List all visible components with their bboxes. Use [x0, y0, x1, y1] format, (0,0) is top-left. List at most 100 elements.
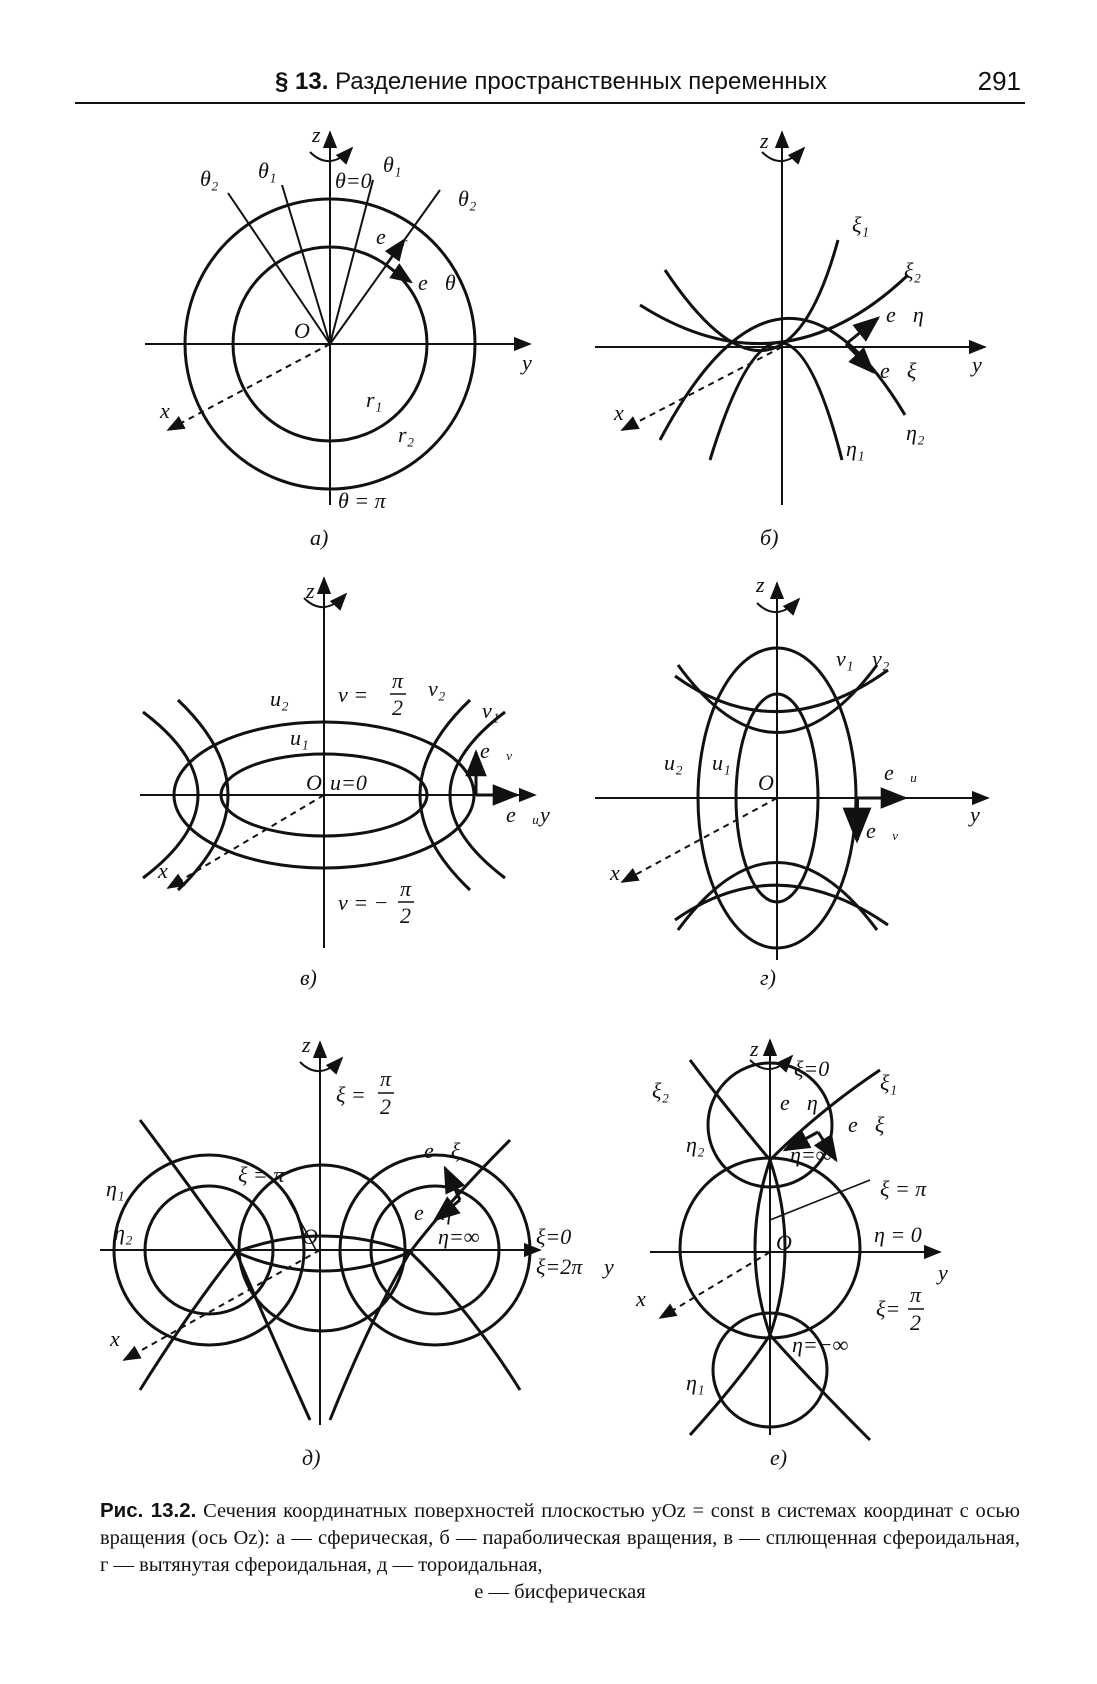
- figure-g-prolate: [595, 581, 990, 960]
- section-mark: § 13.: [275, 68, 329, 95]
- v-two-bottom: 2: [400, 903, 411, 928]
- d-arc-xi-outer-left2: [138, 1251, 238, 1391]
- g-v2-label: v₂: [872, 646, 890, 671]
- a-rotation-arrow: [309, 146, 354, 165]
- e-y-label: y: [936, 1260, 948, 1285]
- e-xi2-label: ξ₂: [652, 1078, 669, 1103]
- e-leader-xi-pi: [769, 1179, 871, 1221]
- e-e-eta-vector: [782, 1128, 819, 1152]
- figure-a-spherical: [145, 130, 532, 505]
- a-figure-label: а): [310, 525, 328, 550]
- v-pi-top: π: [392, 668, 404, 693]
- caption-last-line: е — бисферическая: [474, 1581, 646, 1603]
- g-hyperbola-v1-bottom: [676, 861, 879, 931]
- g-origin-label: O: [758, 770, 774, 795]
- d-e-eta-vector: [432, 1196, 461, 1222]
- v-v-bottom-label: v = −: [338, 890, 388, 915]
- e-eta1-label: η₁: [686, 1370, 705, 1395]
- a-y-label: y: [520, 350, 532, 375]
- a-e-r-vector: [384, 238, 406, 266]
- e-eta2-label: η₂: [686, 1132, 705, 1157]
- e-origin-label: O: [776, 1230, 792, 1255]
- v-u1-label: u₁: [290, 725, 309, 750]
- b-x-label: x: [613, 400, 624, 425]
- d-circle-xi-pi-half: [237, 1163, 407, 1333]
- e-arc-lower-right: [768, 1334, 872, 1442]
- d-circle-eta2-left: [143, 1184, 275, 1316]
- d-xi-top-label: ξ =: [336, 1082, 366, 1107]
- a-theta1-left-label: θ₁: [258, 158, 276, 183]
- d-xi2pi-label: ξ=2π: [536, 1254, 583, 1279]
- a-e-r-label: e⃗ᵣ: [376, 224, 408, 249]
- e-pi-half: π: [910, 1282, 922, 1307]
- e-x-axis: [658, 1251, 771, 1319]
- g-x-axis: [620, 797, 778, 883]
- v-y-label: y: [538, 802, 550, 827]
- a-theta0-label: θ=0: [335, 168, 372, 193]
- g-u1-label: u₁: [712, 750, 731, 775]
- e-arc-xi1: [768, 1068, 881, 1162]
- d-eta-inf-label: η=∞: [438, 1224, 480, 1249]
- d-leader-xi-pi: [281, 1187, 317, 1251]
- e-xi1-label: ξ₁: [880, 1070, 897, 1095]
- a-e-theta-label: e⃗θ: [418, 270, 456, 295]
- e-e-xi-label: e⃗ξ: [848, 1112, 885, 1137]
- section-title: Разделение пространственных переменных: [335, 68, 827, 95]
- e-arc-lower-left: [688, 1334, 772, 1437]
- g-hyperbola-v2-top: [674, 668, 889, 713]
- v-ellipse-u2: [172, 720, 476, 870]
- v-hyperbola-v2-left: [176, 698, 230, 892]
- g-ellipse-u1: [734, 692, 820, 904]
- d-arc-xi-outer-right2: [408, 1250, 522, 1391]
- d-xi0-label: ξ=0: [536, 1224, 571, 1249]
- b-e-eta-vector: [845, 316, 881, 346]
- d-origin-label: O: [302, 1224, 318, 1249]
- v-v2-label: v₂: [428, 676, 446, 701]
- d-eta1-label: η₁: [106, 1176, 125, 1201]
- b-e-eta-label: e⃗η: [886, 302, 924, 327]
- a-cone-theta2-right: [329, 189, 441, 345]
- g-z-label: z: [755, 572, 765, 597]
- e-eta0-label: η = 0: [874, 1222, 922, 1247]
- a-theta-pi-label: θ = π: [338, 488, 387, 513]
- v-rotation-arrow: [303, 592, 348, 611]
- e-e-eta-label: e⃗η: [780, 1090, 818, 1115]
- b-e-xi-vector: [844, 342, 875, 374]
- e-eta-inf-label: η=∞: [790, 1142, 832, 1167]
- page-number: 291: [977, 66, 1021, 96]
- d-eta2-label: η₂: [114, 1220, 133, 1245]
- d-e-xi-label: e⃗ξ: [424, 1138, 461, 1163]
- d-circle-eta1-right: [338, 1153, 532, 1347]
- a-theta2-left-label: θ₂: [200, 166, 219, 191]
- e-two-half: 2: [910, 1310, 921, 1335]
- e-circle-eta2: [706, 1061, 834, 1189]
- d-y-label: y: [602, 1254, 614, 1279]
- b-z-label: z: [759, 128, 769, 153]
- v-e-v-label: e⃗ᵥ: [480, 738, 513, 763]
- header-title: § 13. Разделение пространственных переме…: [275, 68, 827, 96]
- a-r1-label: r₁: [366, 387, 382, 412]
- e-circle-eta1: [711, 1311, 829, 1429]
- a-sphere-r1: [231, 245, 429, 443]
- v-pi-bottom: π: [400, 876, 412, 901]
- a-theta2-right-label: θ₂: [458, 186, 477, 211]
- v-z-label: z: [305, 578, 315, 603]
- figure-b-parabolic: [595, 130, 987, 505]
- caption-lead: Рис. 13.2.: [100, 1499, 197, 1522]
- e-rotation-arrow: [749, 1054, 794, 1073]
- v-u2-label: u₂: [270, 686, 289, 711]
- e-x-label: x: [635, 1286, 646, 1311]
- a-x-label: x: [159, 398, 170, 423]
- d-pi-top: π: [380, 1066, 392, 1091]
- d-e-eta-label: e⃗η: [414, 1200, 452, 1225]
- d-circle-eta1-left: [112, 1153, 306, 1347]
- a-e-theta-vector: [385, 263, 413, 284]
- g-hyperbola-v2-bottom: [674, 883, 889, 927]
- d-figure-label: д): [302, 1445, 320, 1470]
- v-v1-label: v₁: [482, 698, 499, 723]
- e-figure-label: е): [770, 1445, 787, 1470]
- b-figure-label: б): [760, 525, 778, 550]
- b-x-axis: [620, 346, 783, 431]
- a-cone-theta1-right: [329, 179, 374, 345]
